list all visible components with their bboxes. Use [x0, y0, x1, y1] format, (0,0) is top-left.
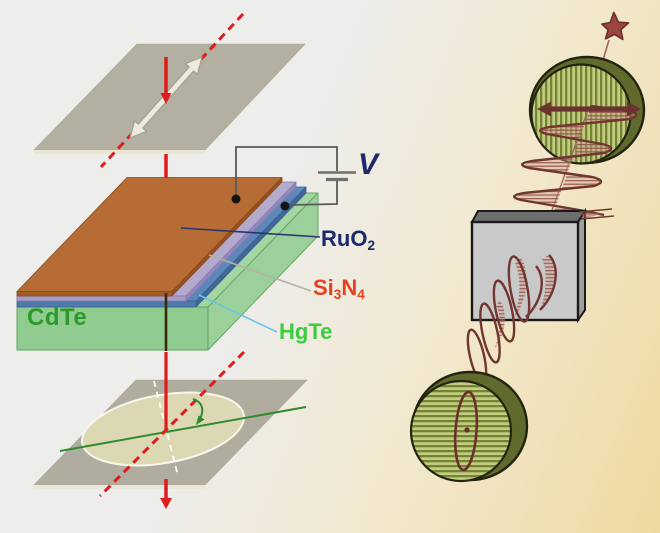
- device-stack: [16, 177, 319, 351]
- ruo2-pointer-line: [180, 227, 321, 238]
- label-pointers: [180, 227, 321, 333]
- elliptical-polarization-ellipse: [453, 390, 479, 472]
- cube-top-face: [470, 210, 587, 223]
- output-disc-face: [409, 379, 513, 483]
- polarization-figure: [409, 11, 646, 483]
- star-icon: [601, 11, 630, 41]
- hgte-pointer-line: [198, 294, 278, 333]
- spiral-hatch-1: [540, 255, 556, 310]
- rotated-axis-green-line: [59, 406, 307, 452]
- voltage-label: V: [358, 148, 379, 181]
- ruo2-label: RuO2: [321, 226, 376, 253]
- wire-top-electrode: [235, 146, 338, 198]
- beam-arrowhead-1: [160, 93, 172, 104]
- spiral-loop-3: [479, 302, 501, 364]
- si3n4-label: Si3N4: [313, 275, 365, 302]
- contact-dot-ruo2: [231, 194, 241, 204]
- output-polarization-disc: [409, 370, 529, 483]
- wave-tail: [578, 208, 615, 220]
- ruo2-layer: [16, 177, 283, 297]
- wave-tail-wedge: [581, 212, 603, 219]
- rotation-angle-arc: [192, 398, 204, 420]
- bottom-plate-edge: [34, 485, 205, 489]
- wave-curve: [513, 104, 638, 217]
- contact-dot-hgte: [280, 201, 290, 211]
- ellipse-center-dot: [464, 427, 470, 433]
- si3n4-label-3: 3: [333, 286, 342, 302]
- polarizer-axis-dashed-line: [99, 12, 245, 169]
- wave-tail-line-2: [580, 215, 615, 220]
- analyzer-axis-dashed-line: [98, 350, 246, 498]
- rotation-angle-arrowhead: [196, 415, 205, 425]
- si3n4-pointer-line: [208, 254, 312, 292]
- spiral-loop-2: [492, 279, 516, 343]
- cdte-label: CdTe: [27, 304, 88, 331]
- si3n4-label-si: Si: [313, 275, 334, 300]
- elliptical-spiral: [466, 254, 557, 384]
- spiral-loop-1: [507, 255, 531, 323]
- hgte-label: HgTe: [279, 319, 333, 344]
- top-polarizer-plate: [33, 12, 306, 169]
- spiral-hatch-3: [494, 300, 505, 350]
- top-plate-edge: [34, 150, 205, 154]
- si3n4-label-4: 4: [357, 286, 365, 302]
- ruo2-label-base: RuO: [321, 226, 368, 251]
- wire-bottom-electrode: [288, 181, 338, 206]
- spiral-curve-1: [539, 254, 557, 311]
- wave-tail-line-1: [578, 208, 613, 213]
- bottom-analyzer-plate: [33, 350, 308, 509]
- beam-arrowhead-exit: [160, 498, 172, 509]
- si3n4-label-n: N: [341, 275, 358, 300]
- linear-polarized-wave: [513, 104, 638, 217]
- voltage-circuit: [231, 146, 356, 211]
- ruo2-label-sub: 2: [367, 237, 376, 253]
- linear-polarization-double-arrow: [537, 101, 641, 117]
